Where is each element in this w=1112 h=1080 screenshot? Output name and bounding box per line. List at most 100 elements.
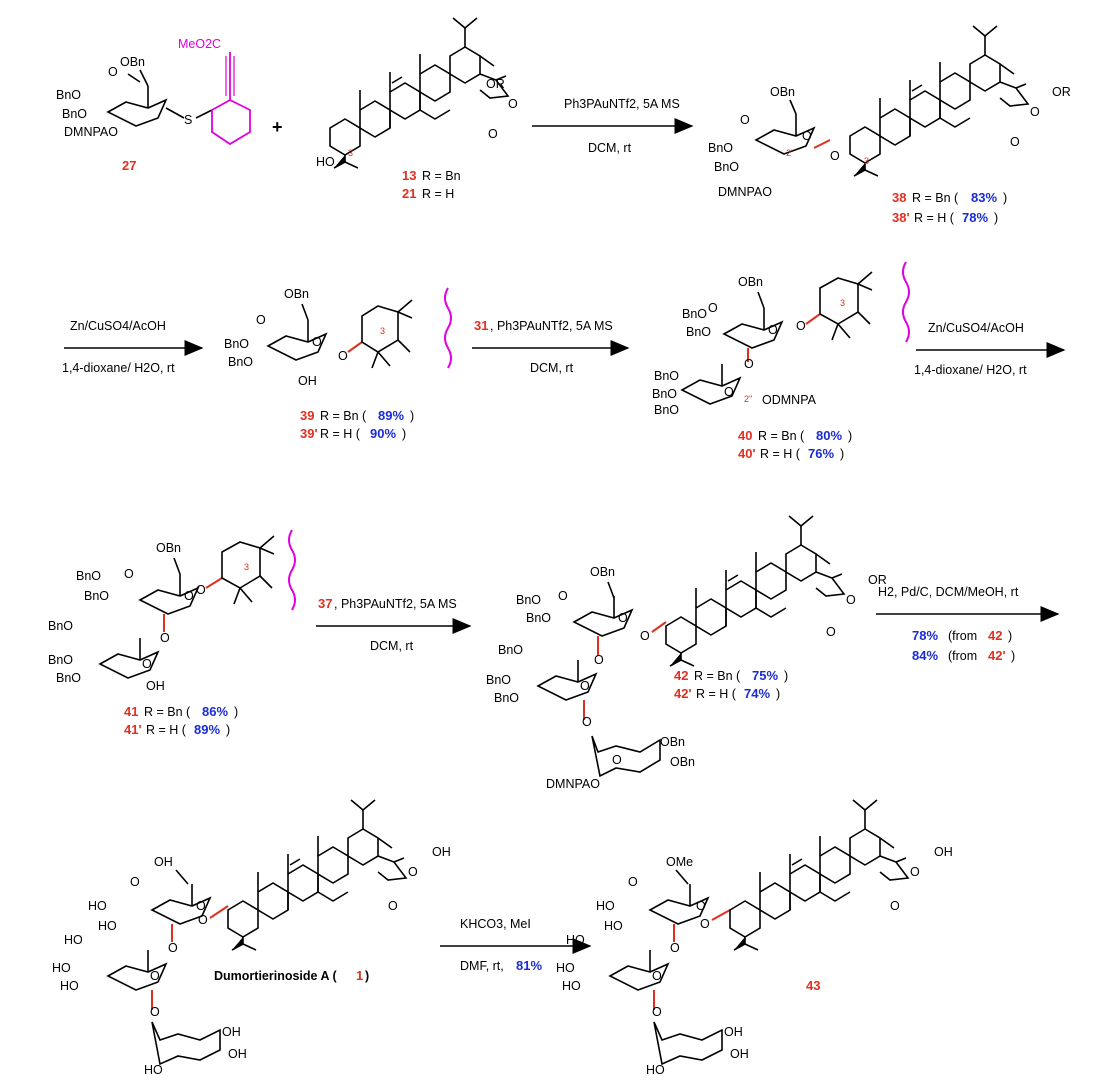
svg-text:78%: 78% bbox=[912, 628, 938, 643]
svg-text:89%: 89% bbox=[194, 722, 220, 737]
svg-text:O: O bbox=[670, 941, 680, 955]
svg-text:): ) bbox=[365, 969, 369, 983]
svg-text:BnO: BnO bbox=[56, 671, 81, 685]
label-ho: HO bbox=[316, 155, 335, 169]
svg-text:DMNPAO: DMNPAO bbox=[718, 185, 772, 199]
label-compound-13: 13 bbox=[402, 168, 416, 183]
svg-text:O: O bbox=[150, 969, 160, 983]
svg-text:R = Bn (: R = Bn ( bbox=[144, 705, 191, 719]
svg-text:O: O bbox=[826, 625, 836, 639]
svg-text:BnO: BnO bbox=[708, 141, 733, 155]
svg-text:O: O bbox=[582, 715, 592, 729]
reagent-1-bottom: DCM, rt bbox=[588, 141, 632, 155]
svg-text:DMF, rt,: DMF, rt, bbox=[460, 959, 504, 973]
svg-text:BnO: BnO bbox=[494, 691, 519, 705]
svg-text:BnO: BnO bbox=[48, 619, 73, 633]
svg-text:HO: HO bbox=[98, 919, 117, 933]
svg-text:38: 38 bbox=[892, 190, 906, 205]
svg-text:O: O bbox=[768, 323, 778, 337]
svg-text:OBn: OBn bbox=[590, 565, 615, 579]
svg-text:O: O bbox=[1010, 135, 1020, 149]
svg-text:HO: HO bbox=[604, 919, 623, 933]
svg-text:O: O bbox=[580, 679, 590, 693]
svg-text:BnO: BnO bbox=[526, 611, 551, 625]
svg-text:O: O bbox=[830, 149, 840, 163]
svg-text:89%: 89% bbox=[378, 408, 404, 423]
svg-text:38': 38' bbox=[892, 210, 910, 225]
svg-text:BnO: BnO bbox=[516, 593, 541, 607]
svg-text:Zn/CuSO4/AcOH: Zn/CuSO4/AcOH bbox=[928, 321, 1024, 335]
svg-text:O: O bbox=[196, 899, 206, 913]
svg-text:O: O bbox=[184, 589, 194, 603]
svg-text:R = Bn (: R = Bn ( bbox=[912, 191, 959, 205]
svg-text:2': 2' bbox=[786, 148, 793, 158]
svg-text:O: O bbox=[612, 753, 622, 767]
svg-text:): ) bbox=[848, 429, 852, 443]
svg-text:O: O bbox=[508, 97, 518, 111]
reagent-1-top: Ph3PAuNTf2, 5A MS bbox=[564, 97, 680, 111]
svg-text:83%: 83% bbox=[971, 190, 997, 205]
svg-text:R = Bn (: R = Bn ( bbox=[320, 409, 367, 423]
svg-text:O: O bbox=[488, 127, 498, 141]
svg-text:(from: (from bbox=[948, 629, 977, 643]
compound-38-structure: OBn O BnO BnO DMNPAO 2' O O 3 OR O O 38 … bbox=[708, 26, 1071, 225]
svg-text:O: O bbox=[150, 1005, 160, 1019]
svg-text:42': 42' bbox=[674, 686, 692, 701]
svg-text:78%: 78% bbox=[962, 210, 988, 225]
svg-text:BnO: BnO bbox=[498, 643, 523, 657]
svg-text:39': 39' bbox=[300, 426, 318, 441]
svg-text:HO: HO bbox=[596, 899, 615, 913]
svg-text:R = Bn (: R = Bn ( bbox=[694, 669, 741, 683]
label-dumortierinoside: Dumortierinoside A ( bbox=[214, 969, 338, 983]
svg-text:90%: 90% bbox=[370, 426, 396, 441]
svg-text:DCM, rt: DCM, rt bbox=[370, 639, 414, 653]
svg-text:O: O bbox=[700, 917, 710, 931]
compound-42-structure: OBn O BnO BnO O O OR O O O BnO BnO BnO O… bbox=[486, 516, 887, 791]
svg-text:OH: OH bbox=[222, 1025, 241, 1039]
svg-text:3: 3 bbox=[244, 562, 249, 572]
svg-text:, Ph3PAuNTf2, 5A MS: , Ph3PAuNTf2, 5A MS bbox=[334, 597, 457, 611]
svg-text:R = H (: R = H ( bbox=[320, 427, 361, 441]
svg-text:(from: (from bbox=[948, 649, 977, 663]
compound-43-structure: OMe O HO HO O O OH O O O HO HO HO O O OH… bbox=[556, 800, 953, 1077]
svg-text:O: O bbox=[198, 913, 208, 927]
compound-41-structure: OBn O BnO BnO O O 3 O BnO BnO BnO O OH 4… bbox=[48, 529, 296, 737]
svg-text:H2, Pd/C, DCM/MeOH, rt: H2, Pd/C, DCM/MeOH, rt bbox=[878, 585, 1019, 599]
svg-text:BnO: BnO bbox=[652, 387, 677, 401]
svg-text:O: O bbox=[558, 589, 568, 603]
svg-text:R = Bn (: R = Bn ( bbox=[758, 429, 805, 443]
svg-text:42': 42' bbox=[988, 648, 1006, 663]
dumortierinoside-a-structure: OH O HO HO O O OH O O O HO HO HO O O OH … bbox=[52, 800, 451, 1077]
svg-text:BnO: BnO bbox=[224, 337, 249, 351]
compound-39-structure: OBn O BnO BnO OH O O 3 39 R = Bn ( 89% )… bbox=[224, 287, 452, 441]
svg-text:HO: HO bbox=[60, 979, 79, 993]
svg-text:O: O bbox=[160, 631, 170, 645]
svg-text:74%: 74% bbox=[744, 686, 770, 701]
svg-text:OH: OH bbox=[724, 1025, 743, 1039]
svg-text:BnO: BnO bbox=[686, 325, 711, 339]
svg-text:O: O bbox=[740, 113, 750, 127]
svg-text:40': 40' bbox=[738, 446, 756, 461]
svg-text:DCM, rt: DCM, rt bbox=[530, 361, 574, 375]
svg-text:BnO: BnO bbox=[714, 160, 739, 174]
svg-text:76%: 76% bbox=[808, 446, 834, 461]
svg-text:3: 3 bbox=[864, 156, 869, 166]
svg-text:): ) bbox=[1008, 629, 1012, 643]
svg-text:O: O bbox=[256, 313, 266, 327]
label-dmnpao: DMNPAO bbox=[64, 125, 118, 139]
svg-text:BnO: BnO bbox=[84, 589, 109, 603]
svg-text:R = H (: R = H ( bbox=[914, 211, 955, 225]
svg-text:HO: HO bbox=[144, 1063, 163, 1077]
svg-text:O: O bbox=[124, 567, 134, 581]
svg-text:O: O bbox=[696, 899, 706, 913]
svg-text:): ) bbox=[234, 705, 238, 719]
svg-text:BnO: BnO bbox=[682, 307, 707, 321]
svg-text:OBn: OBn bbox=[770, 85, 795, 99]
svg-text:3: 3 bbox=[840, 298, 845, 308]
label-bno-1: BnO bbox=[56, 88, 81, 102]
svg-text:40: 40 bbox=[738, 428, 752, 443]
svg-text:, Ph3PAuNTf2, 5A MS: , Ph3PAuNTf2, 5A MS bbox=[490, 319, 613, 333]
svg-text:86%: 86% bbox=[202, 704, 228, 719]
svg-text:R = H (: R = H ( bbox=[696, 687, 737, 701]
